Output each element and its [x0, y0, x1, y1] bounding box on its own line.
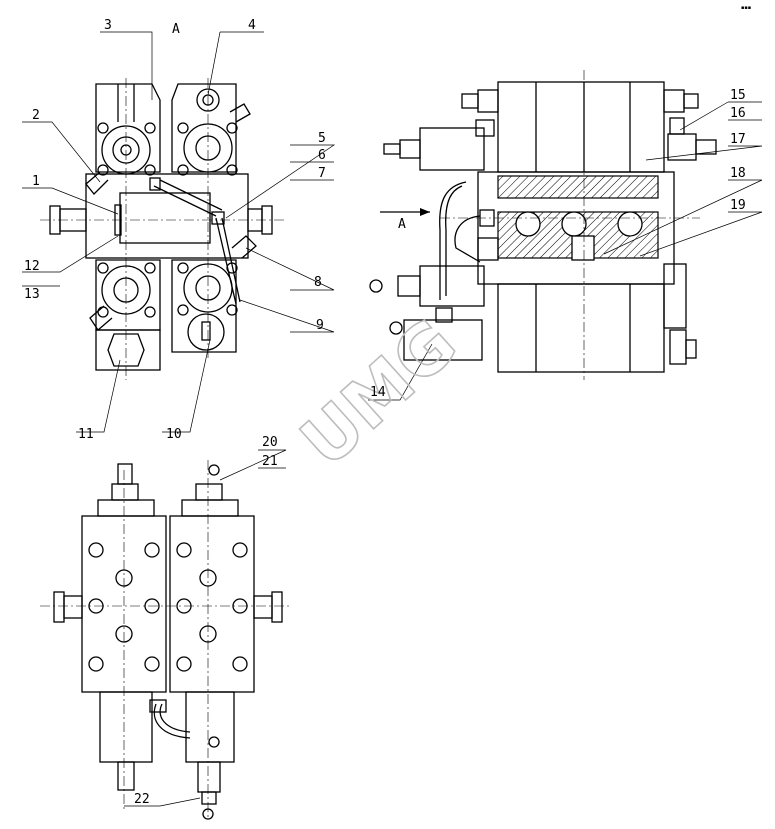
callout-16: 16 — [730, 106, 746, 121]
bottom-view-leaders — [124, 449, 287, 807]
callout-9: 9 — [316, 318, 324, 333]
callout-12: 12 — [24, 259, 40, 274]
section-view — [369, 70, 717, 380]
callout-6: 6 — [318, 148, 326, 163]
arrow-a-label: A — [398, 217, 406, 232]
view-direction-arrow — [380, 208, 430, 216]
callout-14: 14 — [370, 385, 386, 400]
callout-15: 15 — [730, 88, 746, 103]
callout-7: 7 — [318, 166, 326, 181]
bottom-view — [40, 460, 290, 820]
view-a-title: A — [172, 22, 180, 37]
callout-19: 19 — [730, 198, 746, 213]
view-a — [40, 78, 284, 380]
callout-20: 20 — [262, 435, 278, 450]
callout-4: 4 — [248, 18, 256, 33]
callout-1: 1 — [32, 174, 40, 189]
callout-13: 13 — [24, 287, 40, 302]
callout-21: 21 — [262, 454, 278, 469]
callout-17: 17 — [730, 132, 746, 147]
callout-18: 18 — [730, 166, 746, 181]
callout-10: 10 — [166, 427, 182, 442]
callout-11: 11 — [78, 427, 94, 442]
callout-5: 5 — [318, 131, 326, 146]
callout-2: 2 — [32, 108, 40, 123]
view-a-leaders — [22, 31, 336, 433]
corner-mark: ▪▪▪ — [741, 5, 751, 11]
callout-22: 22 — [134, 792, 150, 807]
section-view-leaders — [368, 101, 763, 401]
callout-8: 8 — [314, 275, 322, 290]
callout-3: 3 — [104, 18, 112, 33]
